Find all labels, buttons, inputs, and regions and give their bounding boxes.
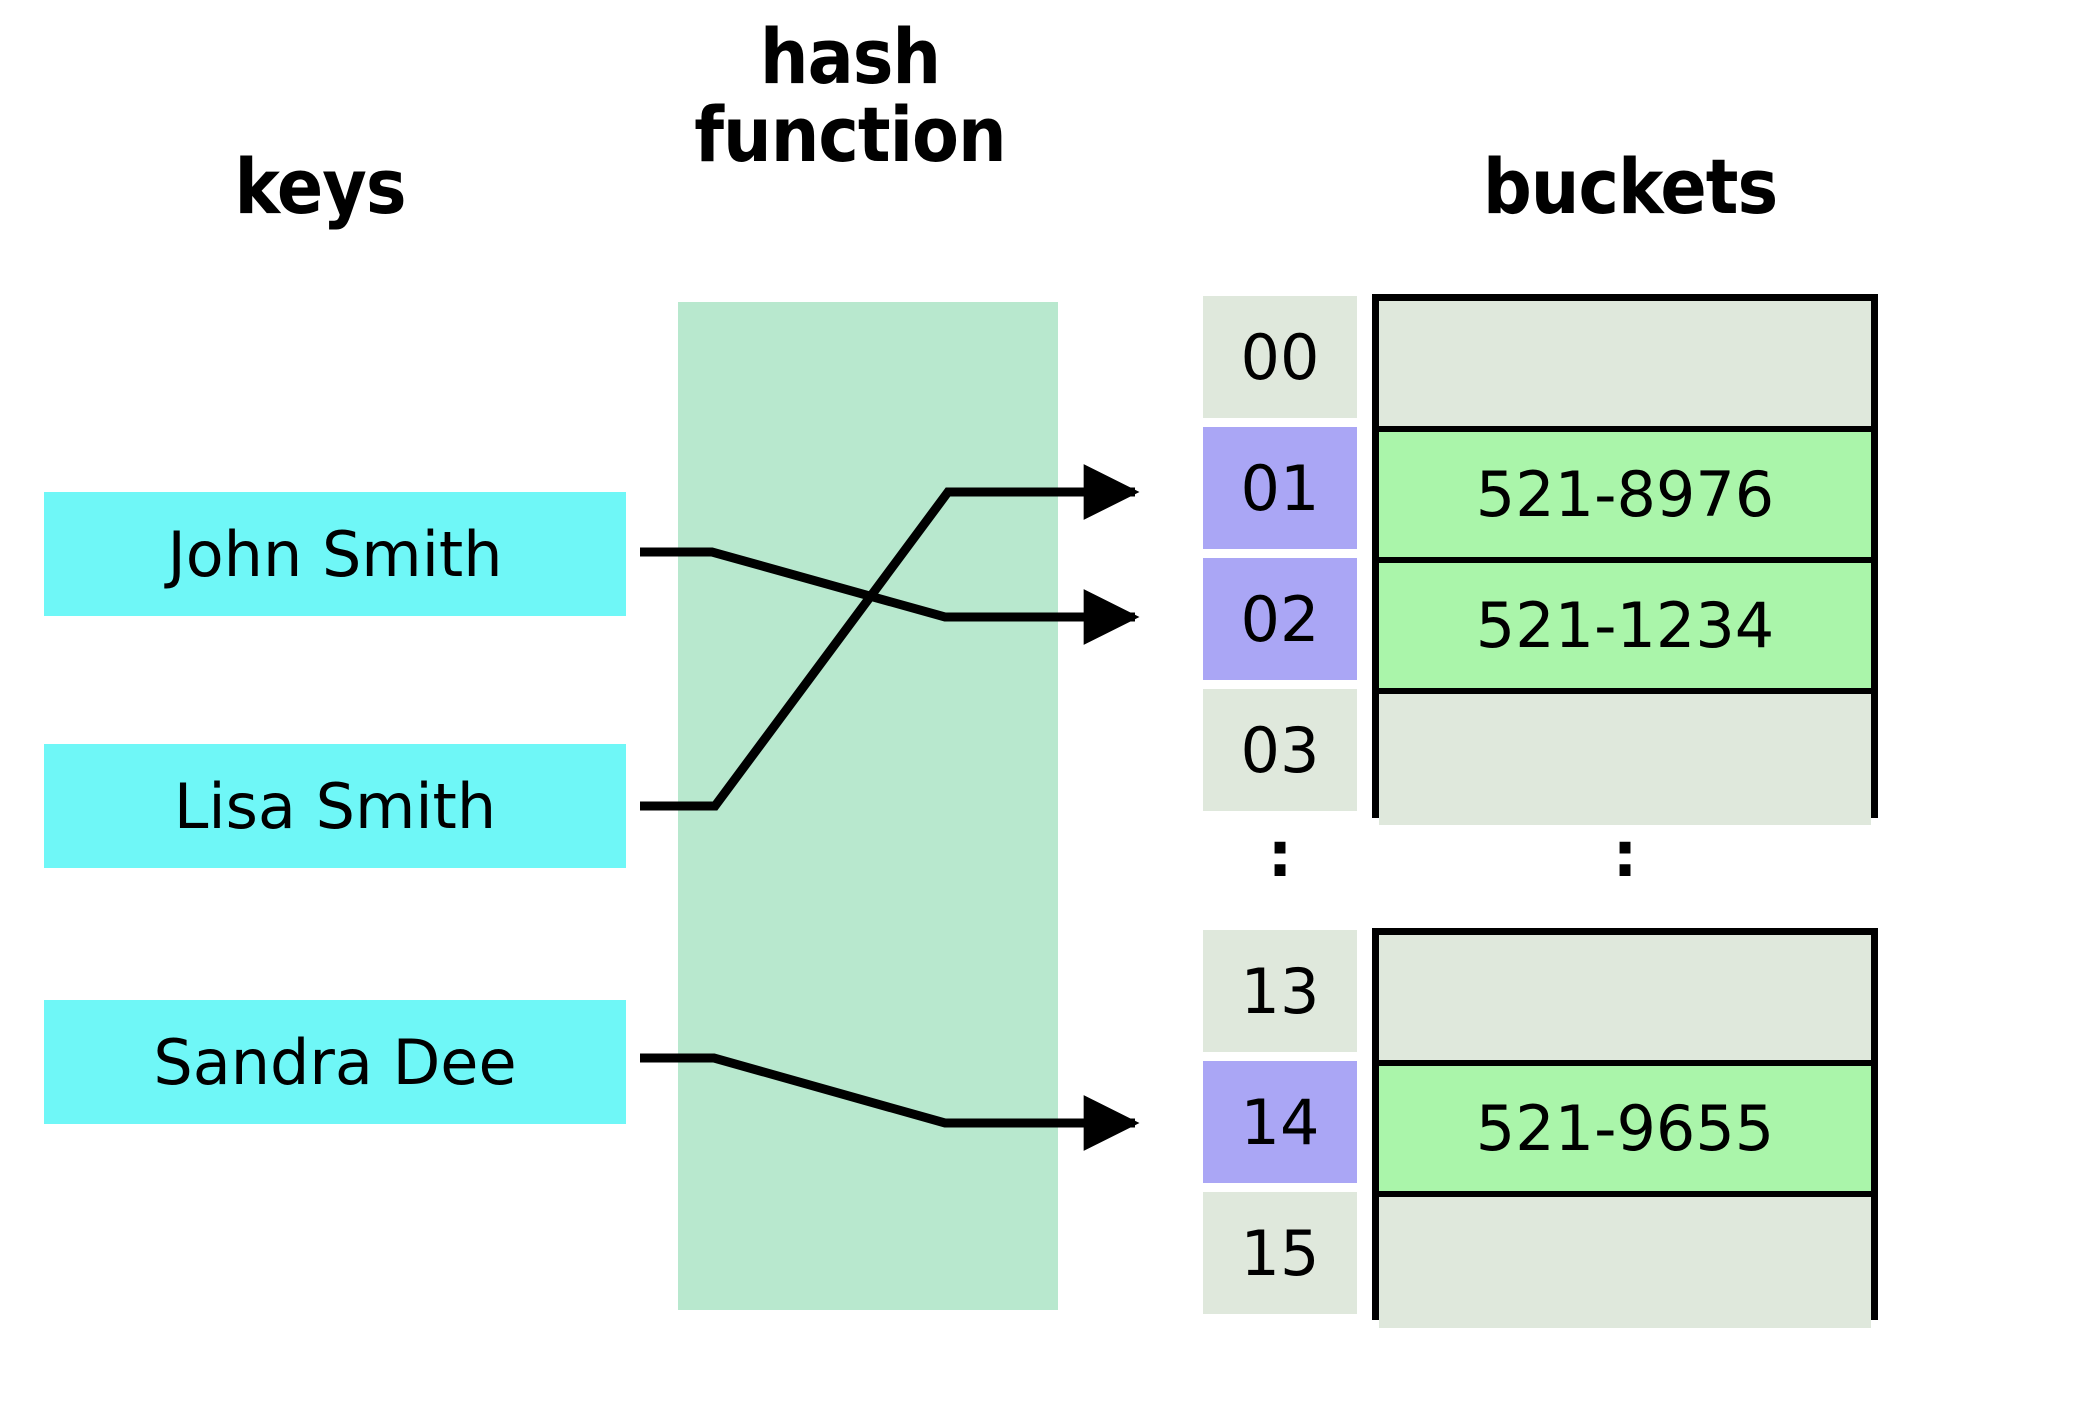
arrow-john-smith-to-02 [640,547,1140,645]
bucket-index-cell: 01 [1203,427,1357,549]
hash-function-column-header: hash function [694,12,1006,179]
hash-function-band [678,302,1058,1310]
arrow-sandra-dee-to-14 [640,1053,1140,1151]
bucket-row: 521-9655 [1379,1066,1871,1197]
bucket-row [1379,694,1871,825]
bucket-table-bottom: 521-9655 [1372,928,1878,1328]
bucket-row [1379,1197,1871,1328]
bucket-row: 521-8976 [1379,432,1871,563]
buckets-column-header: buckets [1482,142,1778,231]
key-box: John Smith [44,492,626,616]
bucket-row [1379,301,1871,432]
bucket-index-cell: 03 [1203,689,1357,811]
bucket-row [1379,935,1871,1066]
arrow-lisa-smith-to-01 [640,464,1140,811]
bucket-table-top: 521-8976 521-1234 [1372,294,1878,825]
bucket-index-cell: 02 [1203,558,1357,680]
bucket-row: 521-1234 [1379,563,1871,694]
bucket-index-cell: 00 [1203,296,1357,418]
key-box: Sandra Dee [44,1000,626,1124]
bucket-index-cell: 14 [1203,1061,1357,1183]
key-box: Lisa Smith [44,744,626,868]
bucket-index-cell: 15 [1203,1192,1357,1314]
bucket-index-cell: 13 [1203,930,1357,1052]
keys-column-header: keys [234,142,406,231]
